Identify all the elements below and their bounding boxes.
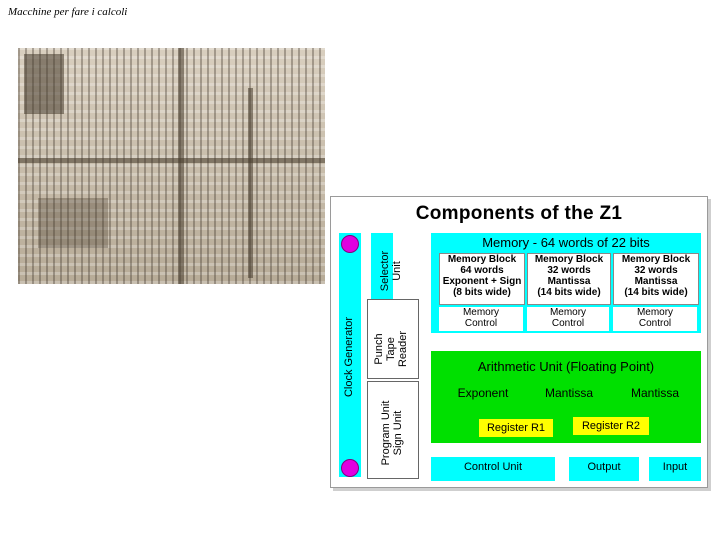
arith-mantissa-2: Mantissa bbox=[615, 386, 695, 400]
z1-components-diagram: Components of the Z1 Clock Generator Sel… bbox=[330, 196, 708, 488]
page-title: Macchine per fare i calcoli bbox=[8, 6, 127, 18]
arith-exponent: Exponent bbox=[443, 386, 523, 400]
register-r2: Register R2 bbox=[573, 417, 649, 435]
diagram-title: Components of the Z1 bbox=[331, 203, 707, 225]
memory-header: Memory - 64 words of 22 bits bbox=[431, 235, 701, 250]
photo-detail bbox=[24, 54, 64, 114]
photo-texture bbox=[18, 48, 325, 284]
control-unit: Control Unit bbox=[431, 457, 555, 481]
output-unit: Output bbox=[569, 457, 639, 481]
input-unit: Input bbox=[649, 457, 701, 481]
photo-detail bbox=[38, 198, 108, 248]
clock-top-dot bbox=[341, 235, 359, 253]
clock-bottom-dot bbox=[341, 459, 359, 477]
z1-machine-photo bbox=[18, 48, 325, 284]
register-r1: Register R1 bbox=[479, 419, 553, 437]
clock-generator-label: Clock Generator bbox=[343, 297, 355, 417]
photo-detail bbox=[248, 88, 253, 278]
arithmetic-header: Arithmetic Unit (Floating Point) bbox=[431, 359, 701, 374]
photo-detail bbox=[178, 48, 184, 284]
arith-mantissa-1: Mantissa bbox=[529, 386, 609, 400]
photo-detail bbox=[18, 158, 325, 163]
